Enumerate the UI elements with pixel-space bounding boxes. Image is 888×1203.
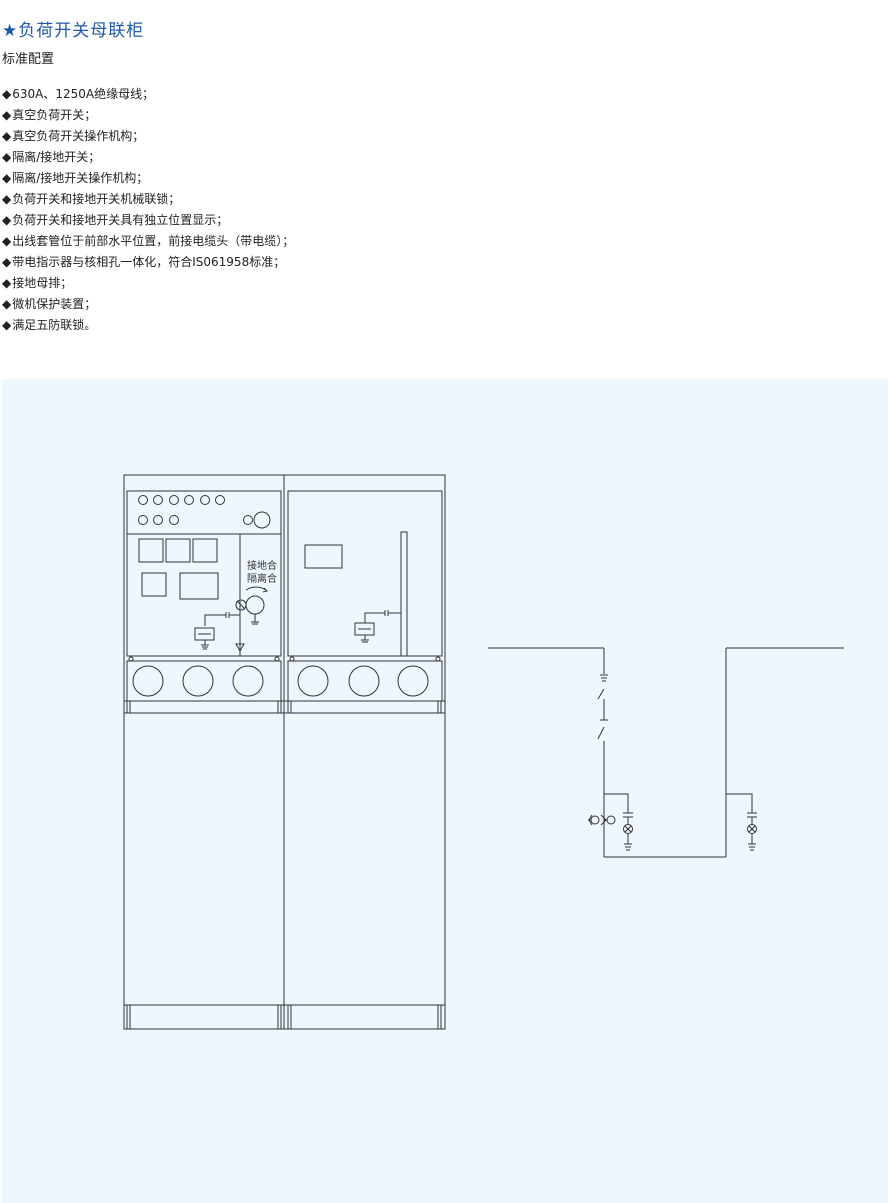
list-item: ◆接地母排； <box>2 276 73 290</box>
diamond-bullet-icon: ◆ <box>2 276 12 290</box>
diamond-bullet-icon: ◆ <box>2 234 12 248</box>
diamond-bullet-icon: ◆ <box>2 171 12 185</box>
list-item: ◆出线套管位于前部水平位置，前接电缆头（带电缆）； <box>2 234 295 248</box>
cabinet-diagram: 接地合 隔离合 <box>123 474 844 1030</box>
diamond-bullet-icon: ◆ <box>2 192 12 206</box>
right-voltage-indicator-icon <box>726 793 757 851</box>
diamond-bullet-icon: ◆ <box>2 213 12 227</box>
left-bushings <box>132 665 264 697</box>
left-instrument-panel <box>126 490 282 535</box>
load-switch-icon <box>597 726 605 740</box>
left-mid-panel <box>126 533 282 657</box>
list-item: ◆负荷开关和接地开关具有独立位置显示； <box>2 213 229 227</box>
list-item: ◆带电指示器与核相孔一体化，符合IS061958标准； <box>2 255 286 269</box>
diamond-bullet-icon: ◆ <box>2 255 12 269</box>
list-item: ◆真空负荷开关； <box>2 108 97 122</box>
indicator-lamps <box>138 495 271 529</box>
list-item: ◆真空负荷开关操作机构； <box>2 129 145 143</box>
diamond-bullet-icon: ◆ <box>2 129 12 143</box>
right-bushings <box>297 665 429 697</box>
operation-handle-icon <box>235 586 268 625</box>
list-item: ◆微机保护装置； <box>2 297 97 311</box>
diamond-bullet-icon: ◆ <box>2 87 12 101</box>
left-cabinet-frame <box>123 474 285 1030</box>
right-meter-window <box>304 544 343 569</box>
current-sensor-icon <box>588 814 616 826</box>
isolate-close-label: 隔离合 <box>247 572 277 585</box>
meter-windows <box>138 538 219 600</box>
section-subtitle: 标准配置 <box>2 52 55 67</box>
left-cabinet: 接地合 隔离合 <box>123 474 285 1030</box>
page-title: ★负荷开关母联柜 <box>2 21 145 41</box>
diagram-panel: 接地合 隔离合 <box>2 379 888 1203</box>
diamond-bullet-icon: ◆ <box>2 297 12 311</box>
list-item: ◆负荷开关和接地开关机械联锁； <box>2 192 181 206</box>
left-voltage-indicator-icon <box>604 793 633 851</box>
single-line-schematic <box>488 647 844 858</box>
right-mini-circuit <box>354 610 401 643</box>
list-item: ◆满足五防联锁。 <box>2 318 97 332</box>
left-mini-circuit <box>194 544 245 653</box>
right-cabinet <box>283 474 446 1030</box>
diamond-bullet-icon: ◆ <box>2 318 12 332</box>
config-list: ◆630A、1250A绝缘母线； ◆真空负荷开关； ◆真空负荷开关操作机构； ◆… <box>2 84 294 336</box>
diamond-bullet-icon: ◆ <box>2 108 12 122</box>
right-upper-panel <box>287 490 443 657</box>
disconnect-switch-icon <box>597 688 605 700</box>
list-item: ◆630A、1250A绝缘母线； <box>2 87 155 101</box>
right-cabinet-frame <box>283 474 446 1030</box>
earth-close-label: 接地合 <box>247 559 277 572</box>
list-item: ◆隔离/接地开关操作机构； <box>2 171 149 185</box>
list-item: ◆隔离/接地开关； <box>2 150 101 164</box>
diamond-bullet-icon: ◆ <box>2 150 12 164</box>
